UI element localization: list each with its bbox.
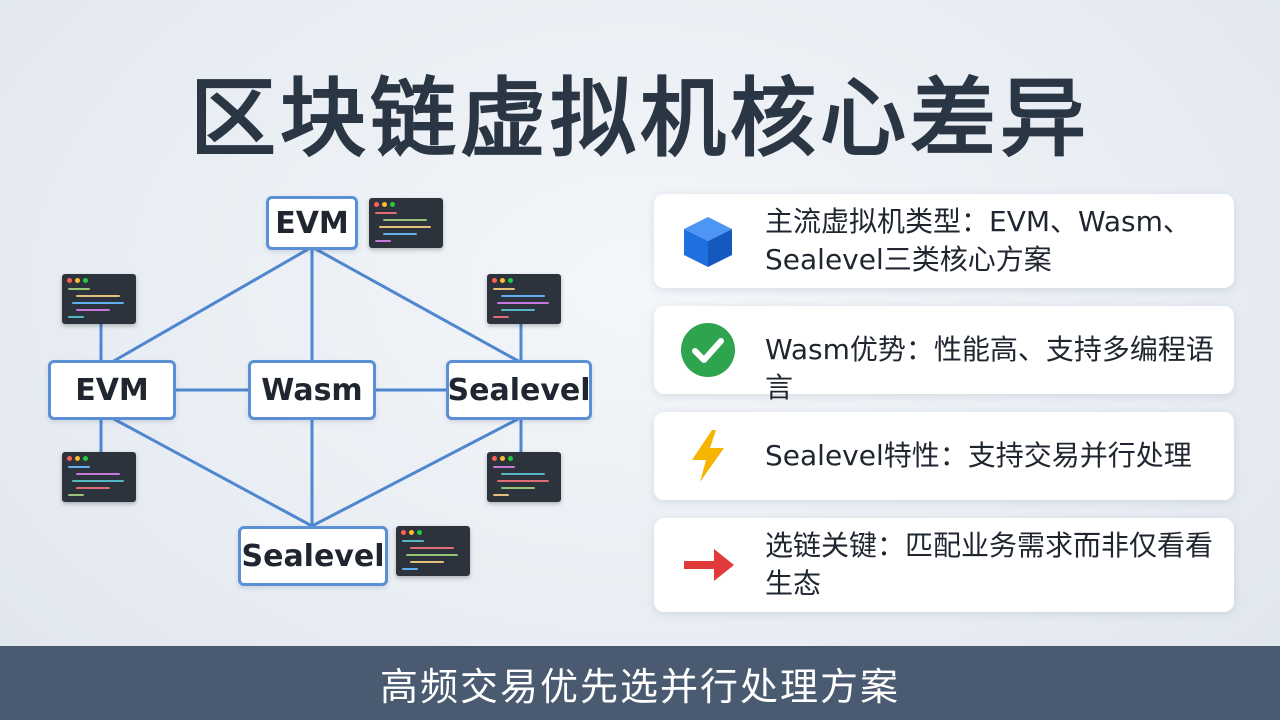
card-vm-types: 主流虚拟机类型：EVM、Wasm、Sealevel三类核心方案 (654, 194, 1234, 288)
page-title: 区块链虚拟机核心差异 (190, 69, 1090, 169)
check-circle-icon (681, 323, 735, 377)
code-window-icon (487, 274, 561, 324)
edge-top-left (111, 245, 313, 364)
caption-text: 高频交易优先选并行处理方案 (379, 664, 900, 709)
card-chain-selection: 选链关键：匹配业务需求而非仅看看生态 (654, 518, 1234, 612)
node-evm-left: EVM (48, 360, 176, 420)
card-sealevel-feature: Sealevel特性：支持交易并行处理 (654, 412, 1234, 500)
card-text: 选链关键：匹配业务需求而非仅看看生态 (765, 529, 1214, 600)
node-sealevel-bottom: Sealevel (238, 526, 388, 586)
node-wasm-center: Wasm (248, 360, 376, 420)
code-window-icon (487, 452, 561, 502)
code-window-icon (62, 274, 136, 324)
code-window-icon (396, 526, 470, 576)
edge-right-bottom (311, 416, 521, 528)
card-text: 主流虚拟机类型：EVM、Wasm、Sealevel三类核心方案 (765, 205, 1191, 276)
vm-network-diagram: EVM EVM Wasm Sealevel Sealevel (0, 0, 640, 640)
card-text: Wasm优势：性能高、支持多编程语言 (765, 333, 1214, 404)
lightning-icon (692, 430, 724, 482)
caption-bar: 高频交易优先选并行处理方案 (0, 646, 1280, 720)
code-window-icon (369, 198, 443, 248)
cube-icon (684, 217, 732, 267)
edge-top-right (311, 245, 521, 364)
code-window-icon (62, 452, 136, 502)
node-evm-top: EVM (266, 196, 358, 250)
card-wasm-advantage: Wasm优势：性能高、支持多编程语言 (654, 306, 1234, 404)
diagram-edges (99, 245, 523, 528)
edge-left-bottom (111, 416, 313, 528)
arrow-right-icon (684, 549, 734, 581)
node-sealevel-right: Sealevel (446, 360, 592, 420)
card-text: Sealevel特性：支持交易并行处理 (765, 439, 1192, 472)
